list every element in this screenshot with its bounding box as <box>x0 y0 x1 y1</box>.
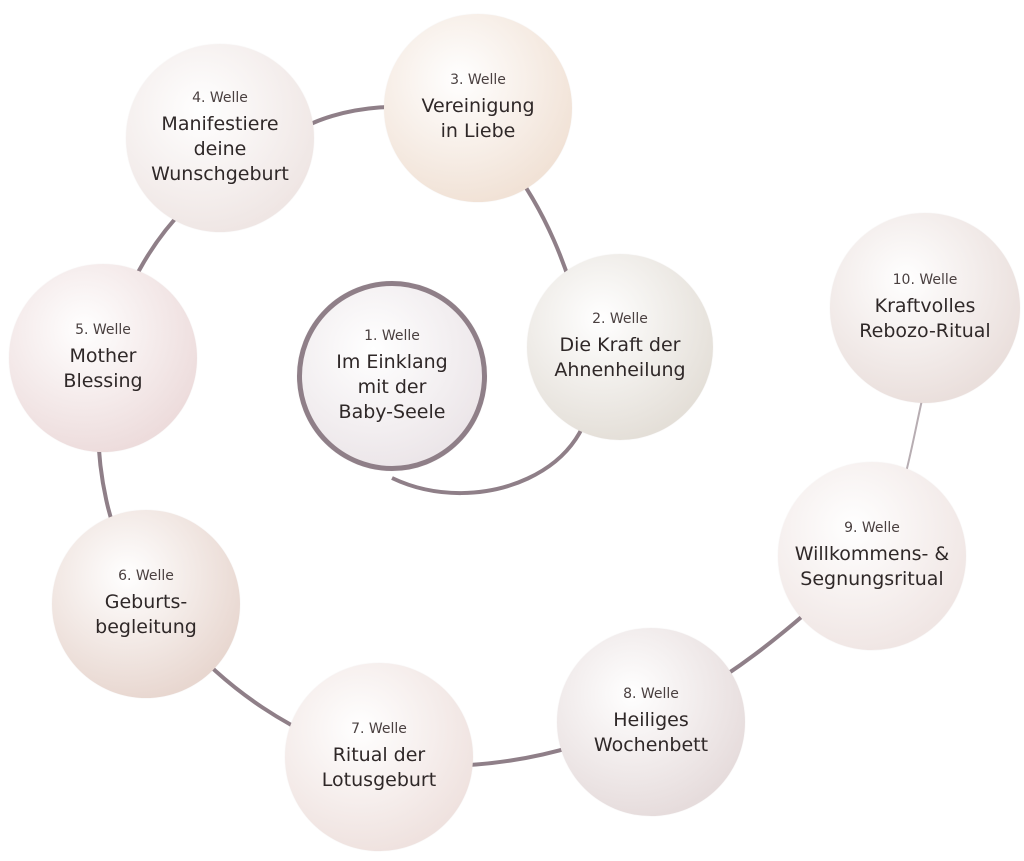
wave-title: Willkommens- & Segnungsritual <box>794 543 950 590</box>
wave-title: Mother Blessing <box>63 345 143 392</box>
wave-title: Die Kraft der Ahnenheilung <box>554 334 686 381</box>
wave-number: 10. Welle <box>892 272 958 288</box>
wave-title: Vereinigung in Liebe <box>421 95 535 142</box>
wave-number: 1. Welle <box>364 327 420 344</box>
wave-title: Im Einklang mit der Baby-Seele <box>336 350 448 423</box>
wave-number: 6. Welle <box>118 568 174 584</box>
wave-number: 2. Welle <box>592 311 648 327</box>
wave-title: Ritual der Lotusgeburt <box>321 744 437 791</box>
wave-title: Geburts- begleitung <box>95 591 197 638</box>
wave-number: 5. Welle <box>75 322 131 338</box>
wave-title: Kraftvolles Rebozo-Ritual <box>859 295 991 342</box>
wave-title: Heiliges Wochenbett <box>593 709 709 756</box>
wave-number: 9. Welle <box>844 520 900 536</box>
wave-number: 8. Welle <box>623 686 679 702</box>
wave-title: Manifestiere deine Wunschgeburt <box>151 112 289 185</box>
wave-1-circle: 1. Welle Im Einklang mit der Baby-Seele <box>297 281 487 471</box>
wave-number: 7. Welle <box>351 721 407 737</box>
wave-number: 3. Welle <box>450 72 506 88</box>
wave-number: 4. Welle <box>192 89 248 106</box>
